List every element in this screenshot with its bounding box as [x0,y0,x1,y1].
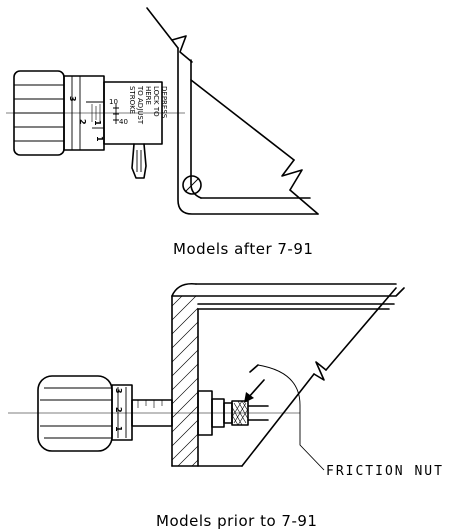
bottom-wall-hatch [171,295,199,467]
top-small-mark-40: 40 [119,118,128,126]
top-label-line-5: STROKE [128,86,136,114]
bottom-scale-number-3: 3 [114,388,123,394]
top-scale-number-3: 3 [68,96,77,102]
top-lock-lever [131,143,147,179]
bottom-figure: 3 2 1 FRICTION NUT Models prior to [8,282,444,530]
bottom-sleeve [131,399,173,427]
friction-nut-label: FRICTION NUT [326,464,444,479]
top-scale-number-2: 2 [78,119,87,125]
top-scale-number-1a: 1 [93,120,102,126]
bottom-scale-number-1: 1 [114,426,123,432]
top-sleeve: 10 40 DEPRESS LOCK TO HERE TO ADJUST STR… [103,81,168,145]
bottom-nut-assembly [197,390,269,436]
top-scale-number-1b: 1 [95,136,104,142]
bottom-scale-number-2: 2 [114,407,123,413]
top-label-line-4: TO ADJUST [136,85,144,125]
top-label-line-3: HERE [144,86,152,105]
mounting-hole [182,175,202,195]
top-small-mark-10: 10 [109,98,118,106]
top-label-line-2: LOCK TO [152,86,160,117]
bottom-caption: Models prior to 7-91 [156,512,317,530]
top-figure: 3 2 1 1 10 40 DEPRESS LOCK TO HERE TO AD… [6,7,319,258]
bottom-knob: 3 2 1 [37,375,133,452]
top-label-line-1: DEPRESS [160,86,168,119]
friction-nut-leader [244,364,325,471]
friction-nut [231,400,249,426]
top-caption: Models after 7-91 [173,240,313,258]
bottom-bracket [171,282,405,467]
top-thimble-scale: 3 2 1 1 [68,76,104,150]
top-bracket [146,7,319,215]
